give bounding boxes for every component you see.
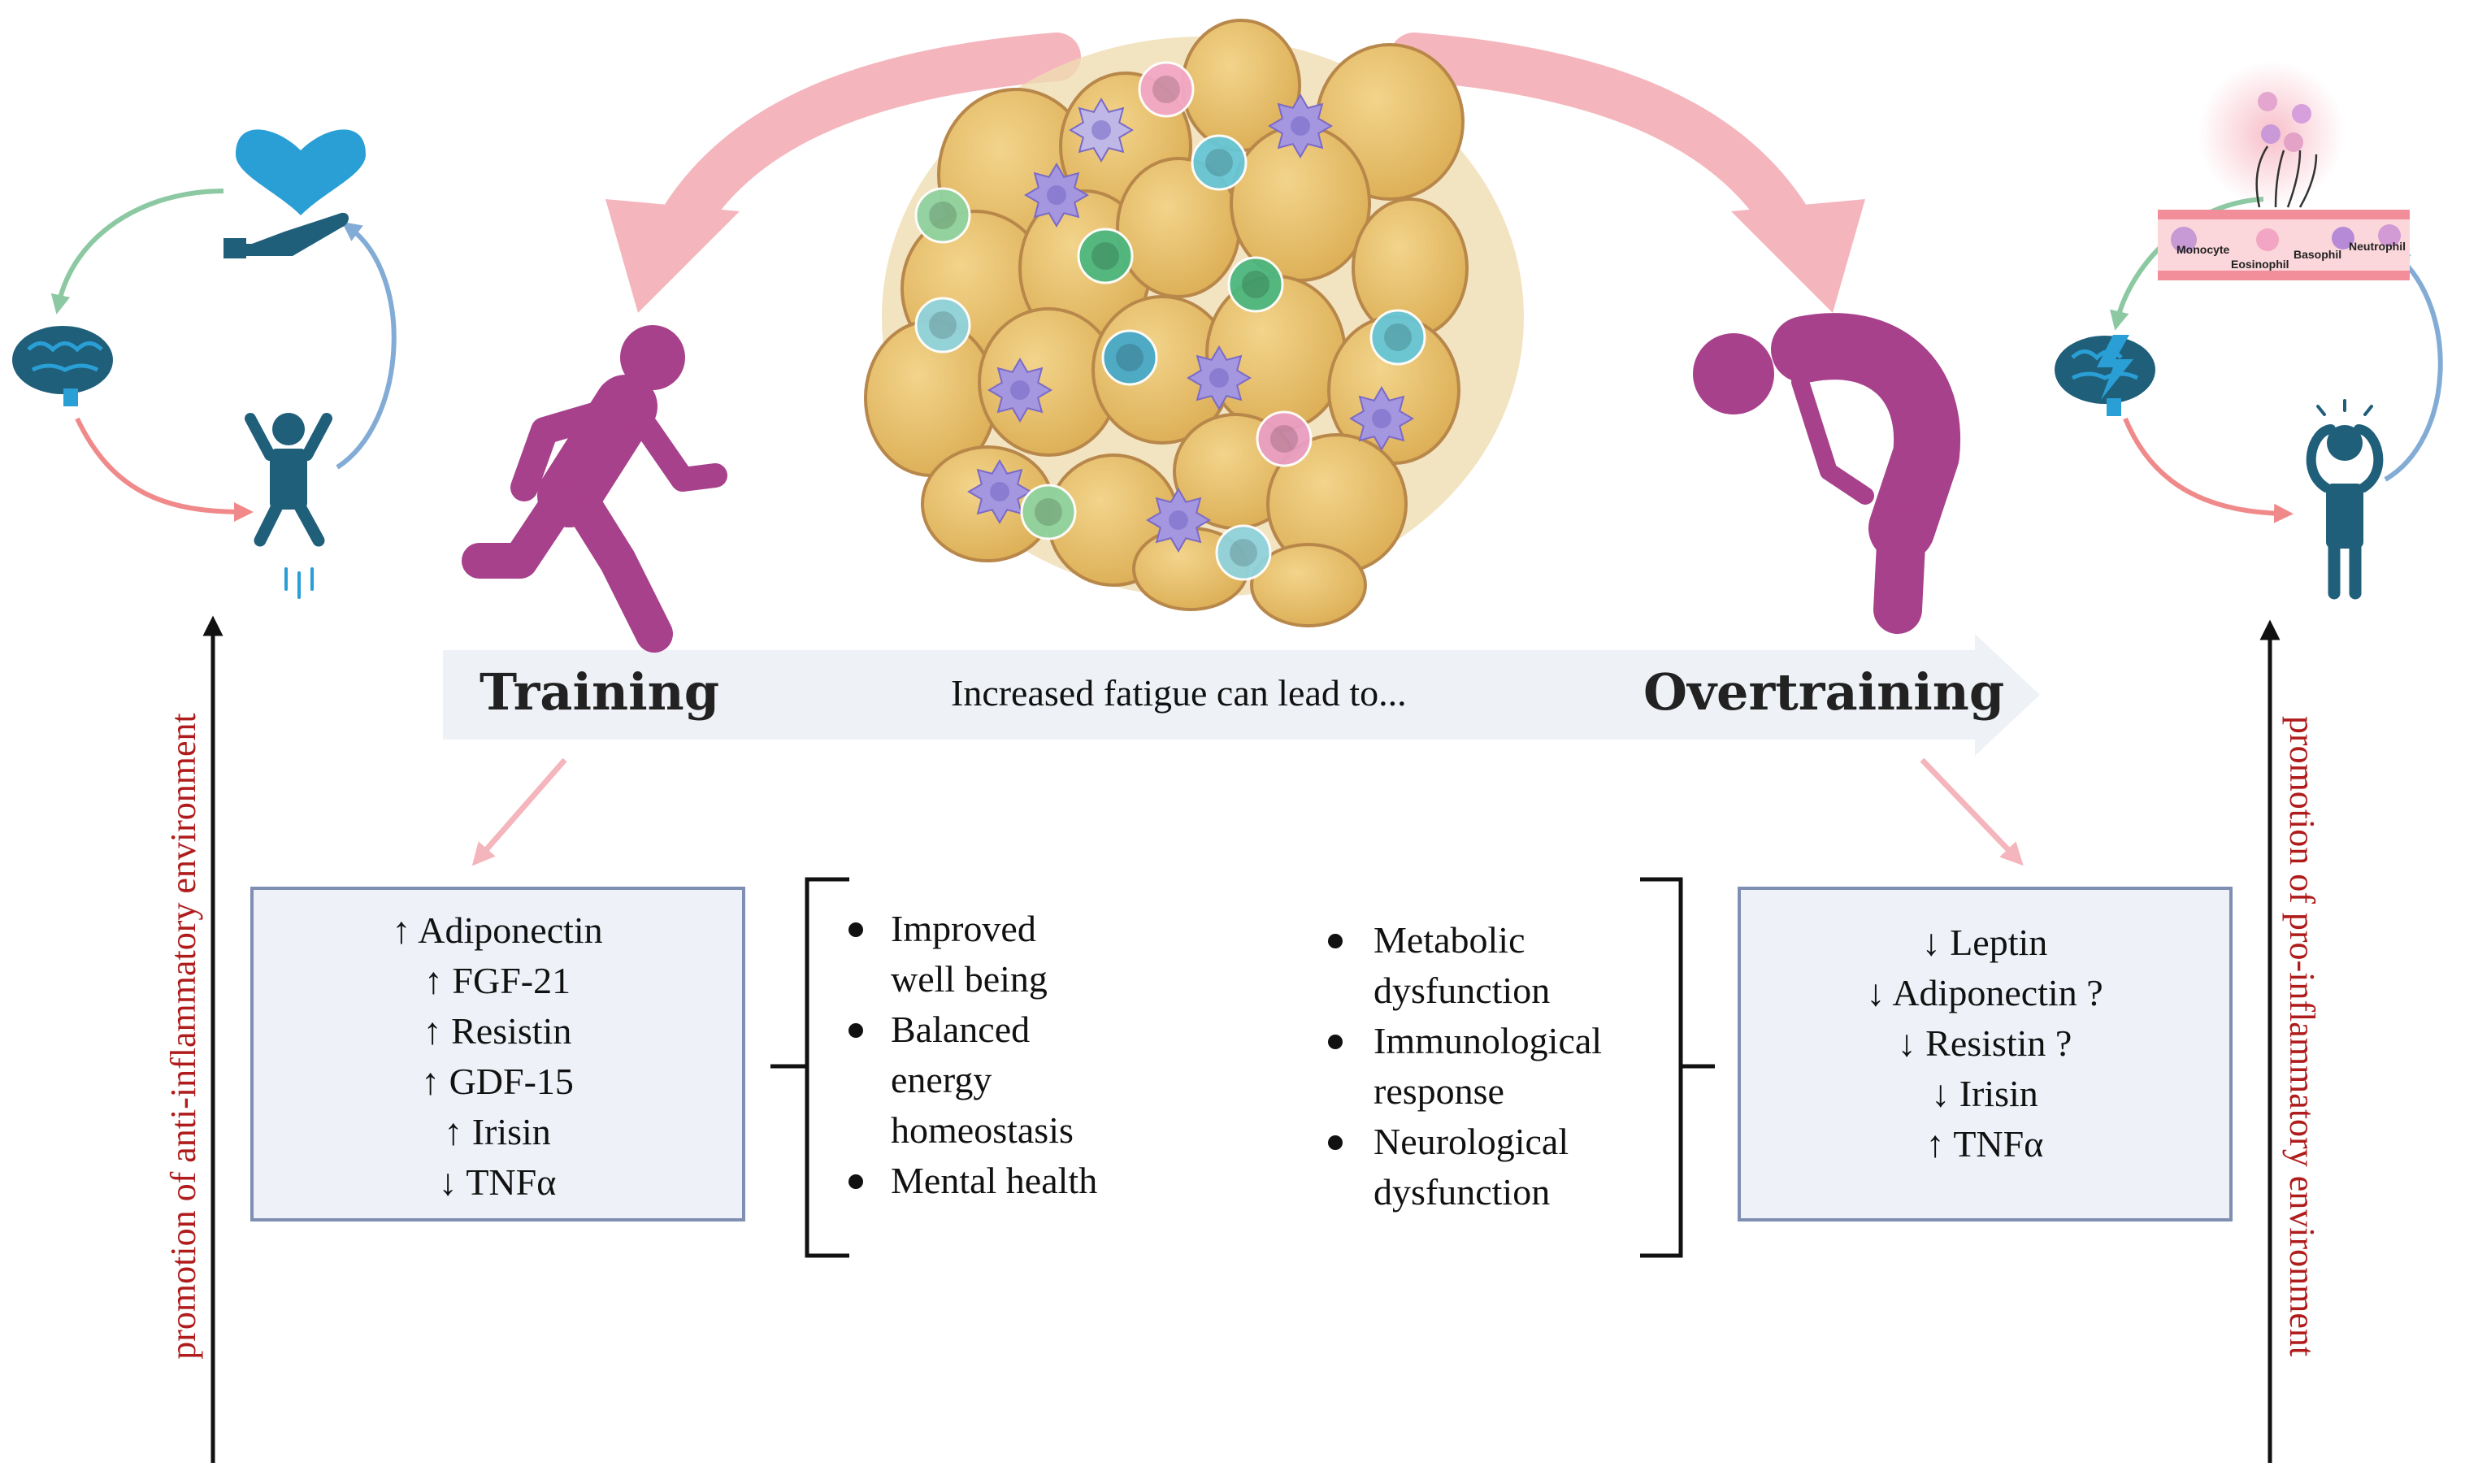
anti-inflammatory-marker-item: ↓ TNFα: [439, 1161, 557, 1203]
cell-nucleus: [1010, 380, 1030, 400]
cell-nucleus: [1169, 510, 1188, 530]
immune-cell: [1020, 484, 1077, 540]
left-outcomes-bracket: [770, 877, 849, 1258]
cell-nucleus: [1116, 344, 1144, 371]
cell-nucleus: [1091, 242, 1119, 270]
benefit-line: Improved: [891, 908, 1036, 949]
brain-icon-left: [12, 326, 113, 406]
cell-nucleus: [1091, 120, 1111, 140]
bullet-dot: [848, 1023, 863, 1038]
consequence-line: Neurological: [1374, 1121, 1569, 1162]
bullet-dot: [848, 922, 863, 937]
anti-inflammatory-marker-item: ↑ FGF-21: [424, 960, 571, 1001]
training-to-box-arrow: [471, 757, 567, 866]
immune-cell: [1077, 228, 1134, 284]
pro-inflammatory-marker-list: ↓ Leptin ↓ Adiponectin ? ↓ Resistin ? ↓ Iri…: [1866, 922, 2103, 1165]
cell-nucleus: [1035, 498, 1062, 526]
cell-nucleus: [1291, 116, 1310, 136]
anti-inflammatory-side-label: promotion of anti-inflammatory environme…: [163, 713, 203, 1359]
immune-cell: [1215, 524, 1272, 581]
immune-cell: [1227, 256, 1284, 313]
overtraining-to-box-arrow: [1920, 757, 2024, 866]
left-wellbeing-cycle: [50, 189, 397, 522]
consequence-line: dysfunction: [1374, 1171, 1550, 1213]
anti-inflammatory-marker-list: ↑ Adiponectin ↑ FGF-21 ↑ Resistin ↑ GDF-15 ↑…: [392, 909, 602, 1203]
benefit-line: well being: [891, 958, 1048, 1000]
cell-nucleus: [990, 482, 1009, 501]
cell-nucleus: [929, 311, 957, 339]
immune-cell: [914, 187, 971, 244]
blood-cell-label: Eosinophil: [2231, 258, 2289, 271]
pro-inflammatory-marker-item: ↓ Irisin: [1931, 1073, 2038, 1114]
pink-curved-arrow-right: [1390, 33, 1865, 313]
cell-nucleus: [1205, 149, 1233, 176]
right-outcomes-bracket: [1640, 877, 1715, 1258]
bullet-dot: [1328, 1035, 1343, 1049]
immune-cell: [1101, 329, 1158, 386]
fat-cell: [1250, 543, 1367, 627]
adipose-tissue-illustration: [864, 19, 1524, 627]
immune-cell: [914, 297, 971, 354]
cell-nucleus: [1270, 425, 1298, 453]
training-label: Training: [480, 662, 719, 722]
anti-inflammatory-marker-item: ↑ Adiponectin: [392, 909, 602, 951]
pro-inflammatory-marker-item: ↓ Resistin ?: [1898, 1022, 2072, 1064]
immune-cell: [1138, 61, 1195, 118]
pink-curved-arrow-left: [605, 33, 1081, 313]
immune-cell: [1256, 410, 1313, 467]
consequence-line: Immunological: [1374, 1020, 1602, 1061]
cell-nucleus: [1209, 368, 1229, 388]
cell-nucleus: [1372, 409, 1391, 428]
consequence-line: response: [1374, 1070, 1504, 1112]
benefit-line: energy: [891, 1059, 992, 1100]
anti-inflammatory-marker-item: ↑ GDF-15: [421, 1061, 574, 1102]
cell-nucleus: [1384, 323, 1412, 351]
consequence-line: Metabolic: [1374, 919, 1525, 961]
pro-inflammatory-marker-item: ↓ Leptin: [1922, 922, 2048, 963]
anti-inflammatory-marker-box: [250, 887, 745, 1221]
stressed-person-icon: [2306, 399, 2384, 600]
consequences-list: MetabolicdysfunctionImmunologicalrespons…: [1328, 919, 1602, 1213]
anti-inflammatory-marker-item: ↑ Resistin: [423, 1010, 572, 1052]
inflamed-blood-vessel-illustration: [2158, 61, 2410, 280]
cell-nucleus: [1047, 185, 1066, 205]
training-progression-arrow: [443, 634, 2040, 756]
bullet-dot: [1328, 934, 1343, 948]
pro-inflammatory-marker-item: ↓ Adiponectin ?: [1866, 972, 2103, 1013]
anti-inflammatory-marker-item: ↑ Irisin: [444, 1111, 551, 1152]
exhausted-figure-icon: [1693, 313, 1961, 634]
cell-nucleus: [1230, 539, 1257, 566]
running-figure-icon: [462, 325, 727, 653]
happy-person-icon: [245, 413, 332, 599]
consequence-line: dysfunction: [1374, 970, 1550, 1011]
cell-nucleus: [1152, 76, 1180, 103]
benefit-line: homeostasis: [891, 1109, 1074, 1151]
blood-cell-label: Monocyte: [2176, 243, 2230, 256]
immune-cell: [1191, 134, 1248, 191]
heart-in-hand-icon: [223, 129, 366, 258]
bullet-dot: [848, 1174, 863, 1189]
pro-inflammatory-marker-item: ↑ TNFα: [1926, 1123, 2044, 1165]
cell-nucleus: [1242, 271, 1269, 298]
benefit-line: Mental health: [891, 1160, 1097, 1201]
blood-cell-label: Neutrophil: [2349, 240, 2406, 253]
blood-cell-label: Basophil: [2294, 248, 2341, 261]
bullet-dot: [1328, 1135, 1343, 1150]
benefit-line: Balanced: [891, 1009, 1030, 1050]
pro-inflammatory-side-label: promotion of pro-inflammatory environmen…: [2282, 716, 2322, 1356]
stressed-brain-icon: [2055, 335, 2155, 416]
cell-nucleus: [929, 202, 957, 229]
overtraining-label: Overtraining: [1643, 662, 2004, 722]
pro-inflammatory-marker-box: [1738, 887, 2233, 1221]
immune-cell: [1369, 309, 1426, 366]
fatigue-label: Increased fatigue can lead to...: [951, 672, 1407, 714]
